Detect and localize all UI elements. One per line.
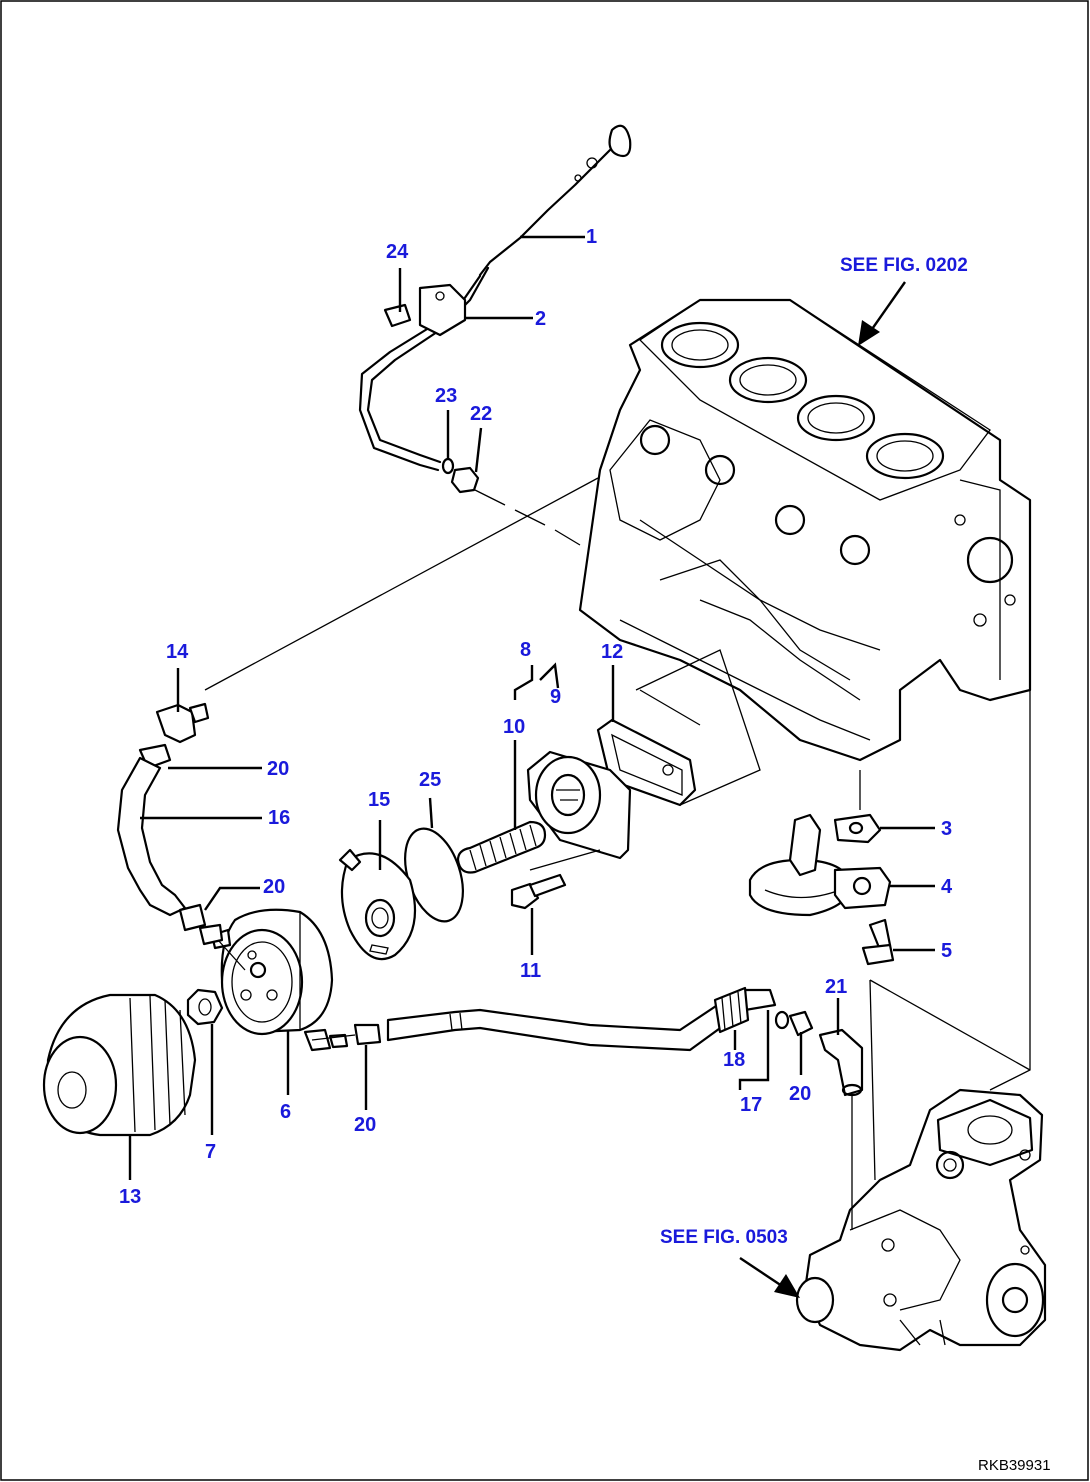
callout-16: 16 xyxy=(268,807,290,829)
oil-filter-13 xyxy=(42,993,197,1137)
callout-22: 22 xyxy=(470,403,492,425)
arrow-fig-0202 xyxy=(858,281,906,346)
callout-20-mid: 20 xyxy=(263,876,285,898)
dipstick-guide xyxy=(358,266,490,472)
callout-5: 5 xyxy=(941,940,952,962)
callout-6: 6 xyxy=(280,1101,291,1123)
callout-18: 18 xyxy=(723,1049,745,1071)
element-10 xyxy=(456,820,547,874)
oil-strainer xyxy=(748,813,852,917)
callout-12: 12 xyxy=(601,641,623,663)
callout-2: 2 xyxy=(535,308,546,330)
callouts: 1 2 24 23 22 3 4 5 12 8 9 10 14 20 16 20… xyxy=(119,226,953,1208)
callout-25: 25 xyxy=(419,769,441,791)
callout-7: 7 xyxy=(205,1141,216,1163)
callout-21: 21 xyxy=(825,976,847,998)
elbow-21 xyxy=(818,1028,864,1097)
plate-15 xyxy=(338,848,417,961)
callout-23: 23 xyxy=(435,385,457,407)
gasket-3 xyxy=(833,813,882,844)
pump-housing xyxy=(795,1088,1047,1352)
engine-block xyxy=(578,298,1032,762)
adapter-22 xyxy=(450,466,480,494)
callout-15: 15 xyxy=(368,789,390,811)
callout-8: 8 xyxy=(520,639,531,661)
callout-20-bottom: 20 xyxy=(354,1114,376,1136)
clamp-20-lower xyxy=(178,903,224,946)
callout-20-top: 20 xyxy=(267,758,289,780)
see-fig-0202-label: SEE FIG. 0202 xyxy=(840,255,968,276)
callout-13: 13 xyxy=(119,1186,141,1208)
oil-cooler-6 xyxy=(210,908,349,1052)
callout-17: 17 xyxy=(740,1094,762,1116)
see-fig-0503-label: SEE FIG. 0503 xyxy=(660,1227,788,1248)
hose-17 xyxy=(353,986,777,1052)
callout-4: 4 xyxy=(941,876,953,898)
nut-7 xyxy=(186,988,224,1026)
callout-14: 14 xyxy=(166,641,189,663)
callout-20-right: 20 xyxy=(789,1083,811,1105)
o-ring-23 xyxy=(441,457,455,475)
reference-lines xyxy=(204,477,1031,1230)
callout-3: 3 xyxy=(941,818,952,840)
bolt-11 xyxy=(510,873,567,910)
elbow-14 xyxy=(155,702,210,744)
hose-16 xyxy=(116,756,187,917)
drawing-code: RKB39931 xyxy=(978,1457,1051,1474)
callout-11: 11 xyxy=(520,960,541,982)
callout-9: 9 xyxy=(550,686,561,708)
cooler-cover-9 xyxy=(526,750,632,860)
callout-10: 10 xyxy=(503,716,525,738)
dipstick xyxy=(478,124,632,277)
leader-lines xyxy=(128,235,935,1180)
arrow-fig-0503 xyxy=(739,1257,800,1298)
bolt-5 xyxy=(861,918,895,966)
callout-1: 1 xyxy=(586,226,597,248)
spacer-4 xyxy=(833,866,892,910)
clamp-20-right xyxy=(774,1010,814,1037)
callout-24: 24 xyxy=(386,241,409,263)
